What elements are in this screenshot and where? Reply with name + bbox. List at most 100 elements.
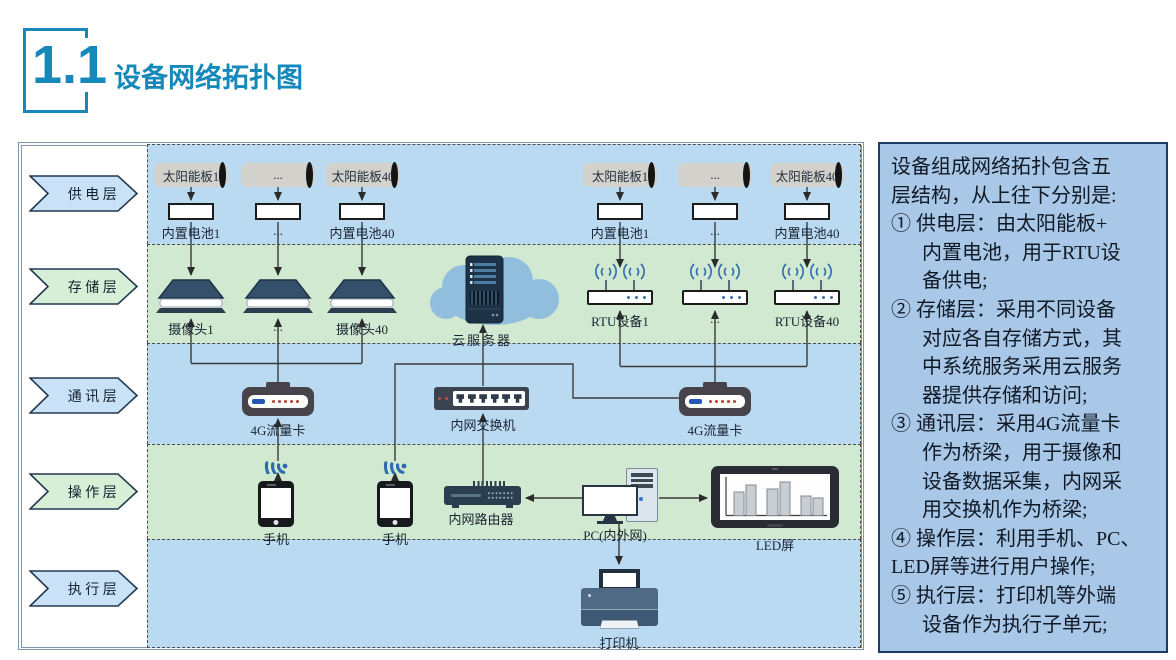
battery [597,203,643,220]
rtu-body [774,290,840,305]
battery [168,203,214,220]
section-number: 1.1 [29,38,111,92]
antenna [792,280,794,291]
battery-label: ... [273,223,283,238]
layer-label: 供电层 [67,187,121,203]
solar-panel-label: ... [273,167,283,182]
solar-panel-cap-icon [306,162,313,188]
sim-tab [266,382,290,390]
layer-arrow-execution: 执行层 [29,570,139,607]
layer-arrow-storage: 存储层 [29,268,139,305]
router-foot [506,505,513,508]
cloud-server-icon [430,255,559,325]
panel-line: 备供电; [922,270,988,293]
solar-panel: ... [241,162,315,188]
phone-label: 手机 [262,532,289,547]
camera-label: 摄像头1 [168,322,214,337]
solar-panel: 太阳能板1 [583,162,657,188]
battery-label: 内置电池40 [329,226,395,241]
sim-tab [703,382,727,390]
sim-dash [689,399,702,404]
panel-line: 内置电池，用于RTU设 [922,241,1121,264]
battery-label: 内置电池1 [161,226,221,241]
pc-monitor-stand [603,516,617,521]
phone-speaker [267,484,276,486]
solar-panel-cap-icon [648,162,655,188]
router-body [444,486,521,505]
rtu-device [774,263,840,306]
wifi-icon [264,461,288,474]
rtu-body [682,290,748,305]
panel-line: LED屏等进行用户操作; [891,556,1096,579]
panel-line: 对应各自存储方式，其 [922,327,1122,350]
phone-label: 手机 [381,532,408,547]
solar-panel-cap-icon [743,162,750,188]
band-execution-layer [147,539,861,648]
switch-led [445,397,448,400]
pc-monitor-base [597,521,623,524]
wifi-icon [383,461,407,474]
rtu-device [682,263,748,306]
antenna [728,280,730,291]
pc-label: PC(内外网) [583,528,647,543]
panel-line: 作为桥梁，用于摄像和 [922,441,1122,464]
battery [692,203,738,220]
led-display [720,474,830,520]
led-label: LED屏 [755,538,795,553]
phone-screen [380,488,410,518]
solar-panel-cap-icon [391,162,398,188]
led-bar-chart [725,477,827,517]
layer-arrow-power: 供电层 [29,175,139,212]
pc-monitor [582,485,638,516]
solar-panel-label: 太阳能板40 [775,169,839,184]
camera-icon [156,279,226,313]
pc-tower-vent [630,478,653,482]
antenna [605,280,607,291]
panel-line: ② 存储层：采用不同设备 [891,298,1116,321]
rtu-device [587,263,653,306]
panel-line: 设备数据采集，内网采 [922,470,1122,493]
camera-icon [327,279,397,313]
topology-diagram: 供电层 存储层 通讯层 操作层 执行层 [18,142,864,651]
panel-line: 层结构，从上往下分别是: [891,184,1117,207]
phone-home-button [392,520,398,525]
pc-tower-vent [630,484,653,488]
antenna [700,280,702,291]
router-label: 内网路由器 [448,512,514,527]
sim-card-label: 4G流量卡 [687,423,743,438]
switch-led [438,397,441,400]
sim-strip [248,395,308,408]
rtu-body [587,290,653,305]
solar-panel: 太阳能板40 [770,162,844,188]
signal-icon [782,263,804,280]
layer-label: 存储层 [67,280,121,296]
battery-label: 内置电池40 [774,226,840,241]
printer-light [588,594,591,597]
solar-panel-cap-icon [219,162,226,188]
camera-label: 摄像头40 [335,322,388,337]
signal-icon [690,263,712,280]
phone-home-button [273,520,279,525]
panel-line: ⑤ 执行层：打印机等外端 [891,584,1116,607]
signal-icon [623,263,645,280]
antenna [820,280,822,291]
solar-panel-label: 太阳能板1 [162,169,220,184]
printer [581,567,658,631]
solar-panel-label: ... [710,167,720,182]
panel-line: ④ 操作层：利用手机、PC、 [891,527,1141,550]
band-power-layer [147,144,861,244]
panel-line: 器提供存储和访问; [922,384,1088,407]
switch-label: 内网交换机 [450,418,516,433]
battery-label: ... [710,223,720,238]
sim-card-4g [242,382,314,416]
battery [339,203,385,220]
page-title: 设备网络拓扑图 [114,63,303,93]
side-panel: 设备组成网络拓扑包含五 层结构，从上往下分别是: ① 供电层：由太阳能板+ 内置… [878,142,1168,653]
pc [582,468,677,526]
router-slot [451,494,481,497]
solar-panel-label: 太阳能板40 [331,169,395,184]
sim-body [679,387,751,416]
router-antenna-dots [473,481,507,486]
led-screen [711,466,839,528]
panel-line: 设备组成网络拓扑包含五 [891,156,1111,178]
